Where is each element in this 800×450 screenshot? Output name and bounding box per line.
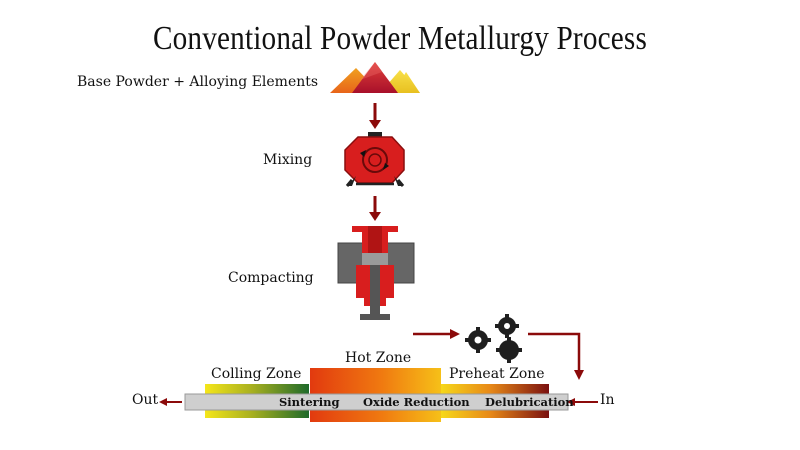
arrow-to-furnace <box>528 332 598 406</box>
page-title: Conventional Powder Metallurgy Process <box>152 20 648 57</box>
powder-label: Base Powder + Alloying Elements <box>77 74 319 90</box>
hot-zone-label: Hot Zone <box>345 350 412 366</box>
conveyor-belt <box>184 393 569 411</box>
furnace <box>184 368 569 422</box>
delubrication-label: Delubrication <box>485 395 574 409</box>
out-arrow <box>159 398 182 406</box>
cooling-zone-label: Colling Zone <box>211 366 302 382</box>
powder-pile-icon <box>330 62 420 93</box>
press-icon <box>337 226 415 320</box>
gear-parts-icon <box>465 314 522 363</box>
out-label: Out <box>132 392 159 408</box>
oxide-reduction-label: Oxide Reduction <box>363 395 470 409</box>
mixer-icon <box>344 132 405 187</box>
mixing-label: Mixing <box>263 152 313 168</box>
arrow-to-compacting <box>369 196 381 221</box>
arrow-to-gears <box>413 329 460 339</box>
preheat-zone-label: Preheat Zone <box>449 366 545 382</box>
compacting-label: Compacting <box>228 270 314 286</box>
sintering-label: Sintering <box>279 395 340 409</box>
arrow-to-mixing <box>369 103 381 129</box>
in-label: In <box>600 392 615 408</box>
